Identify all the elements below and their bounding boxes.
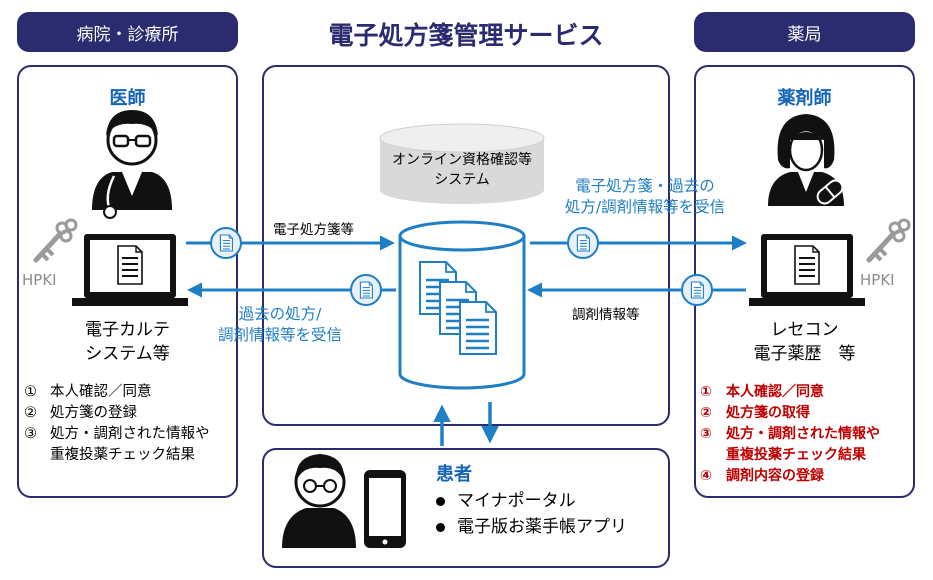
hpki-label: HPKI (860, 271, 895, 289)
pharmacy-header: 薬局 (694, 12, 915, 52)
online-system-label: オンライン資格確認等 システム (392, 152, 532, 188)
clinic-system-label: 電子カルテ システム等 (85, 320, 170, 364)
document-token-icon (211, 228, 241, 258)
patient-apps: マイナポータル 電子版お薬手帳アプリ (436, 488, 627, 540)
hpki-key-icon (36, 220, 76, 260)
document-token-icon (682, 275, 712, 305)
hpki-key-icon (869, 220, 909, 260)
document-token-icon (568, 228, 598, 258)
pharmacist-label: 薬剤師 (777, 88, 832, 109)
hpki-label: HPKI (22, 271, 57, 289)
arrow-label-prescription: 電子処方箋等 (273, 222, 354, 238)
list-item: 重複投薬チェック結果 (726, 447, 866, 463)
doctor-label: 医師 (109, 88, 146, 109)
arrow-label-dispensing: 調剤情報等 (572, 307, 640, 323)
list-item: マイナポータル (436, 488, 627, 514)
clinic-header: 病院・診療所 (17, 12, 238, 52)
online-system-cylinder (379, 123, 545, 204)
pharmacist-icon (768, 114, 844, 206)
patient-label: 患者 (436, 464, 472, 485)
laptop-icon (748, 233, 866, 307)
doctor-icon (92, 110, 172, 219)
bullet-icon (436, 522, 445, 532)
pharmacy-system-label: レセコン 電子薬歴 等 (753, 320, 856, 364)
list-item: 重複投薬チェック結果 (50, 447, 195, 463)
smartphone-icon (364, 470, 406, 548)
patient-icon (282, 454, 356, 548)
arrow-label-clinic-receive: 過去の処方/ 調剤情報等を受信 (217, 305, 342, 344)
arrow-label-pharmacy-receive: 電子処方箋・過去の 処方/調剤情報等を受信 (564, 177, 726, 216)
document-token-icon (351, 275, 381, 305)
bullet-icon (436, 496, 445, 506)
page-title: 電子処方箋管理サービス (328, 21, 604, 50)
list-item: 電子版お薬手帳アプリ (436, 514, 627, 540)
laptop-icon (71, 233, 189, 307)
database-cylinder (398, 220, 526, 390)
